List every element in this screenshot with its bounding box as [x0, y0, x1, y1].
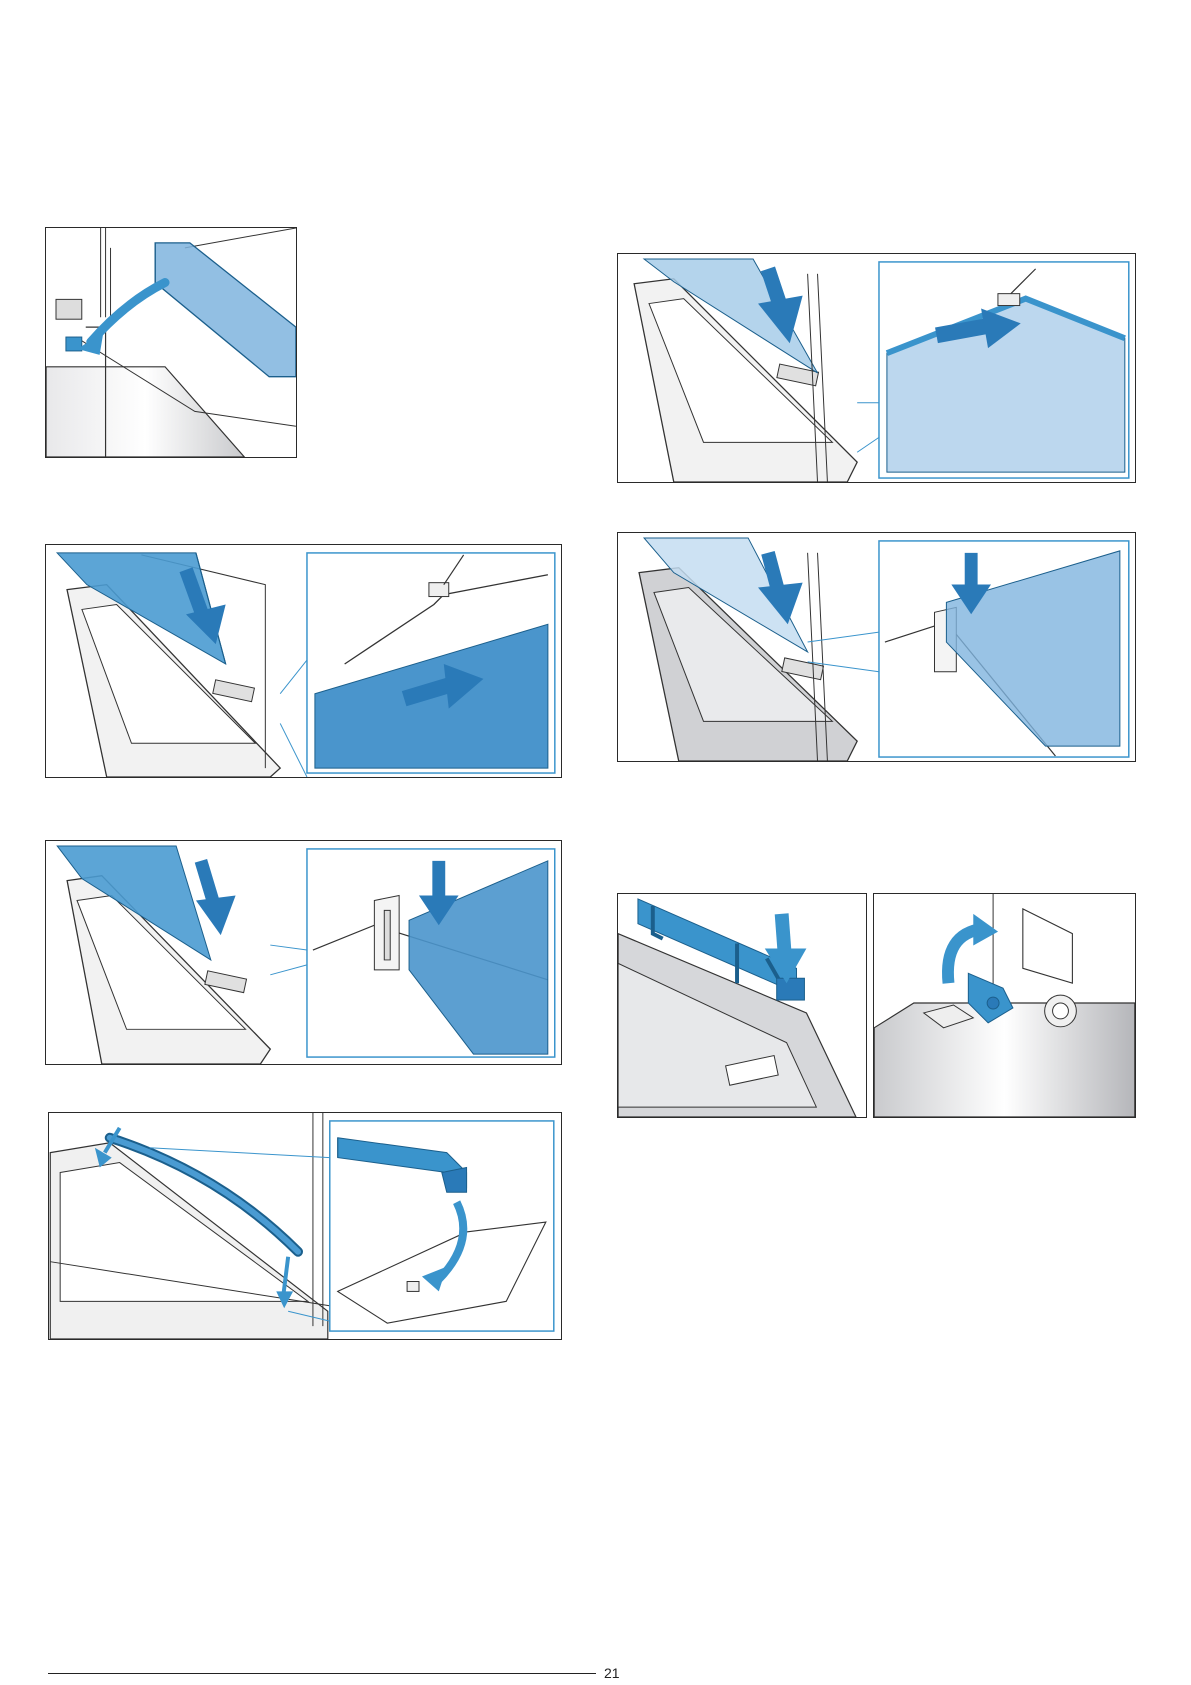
illustration-remove-cover: [46, 228, 296, 457]
figure-fit-door-seal: [48, 1112, 562, 1340]
illustration-middle-pane: [618, 254, 1135, 482]
illustration-insert-pane: [46, 545, 561, 777]
illustration-locking-lever: [874, 894, 1135, 1117]
page-number: 21: [604, 1665, 620, 1681]
illustration-attach-strip: [618, 894, 866, 1117]
illustration-seat-pane: [46, 841, 561, 1064]
figure-attach-cover-strip: [617, 893, 867, 1118]
figure-remove-cover-strip: [45, 227, 297, 458]
footer-rule: [48, 1673, 596, 1674]
illustration-fit-seal: [49, 1113, 561, 1339]
figure-press-pane-into-clip: [617, 532, 1136, 762]
figure-insert-middle-pane: [617, 253, 1136, 483]
illustration-clip-pane: [618, 533, 1135, 761]
figure-fold-back-locking-lever: [873, 893, 1136, 1118]
figure-seat-pane-in-holder: [45, 840, 562, 1065]
figure-insert-inner-pane: [45, 544, 562, 778]
